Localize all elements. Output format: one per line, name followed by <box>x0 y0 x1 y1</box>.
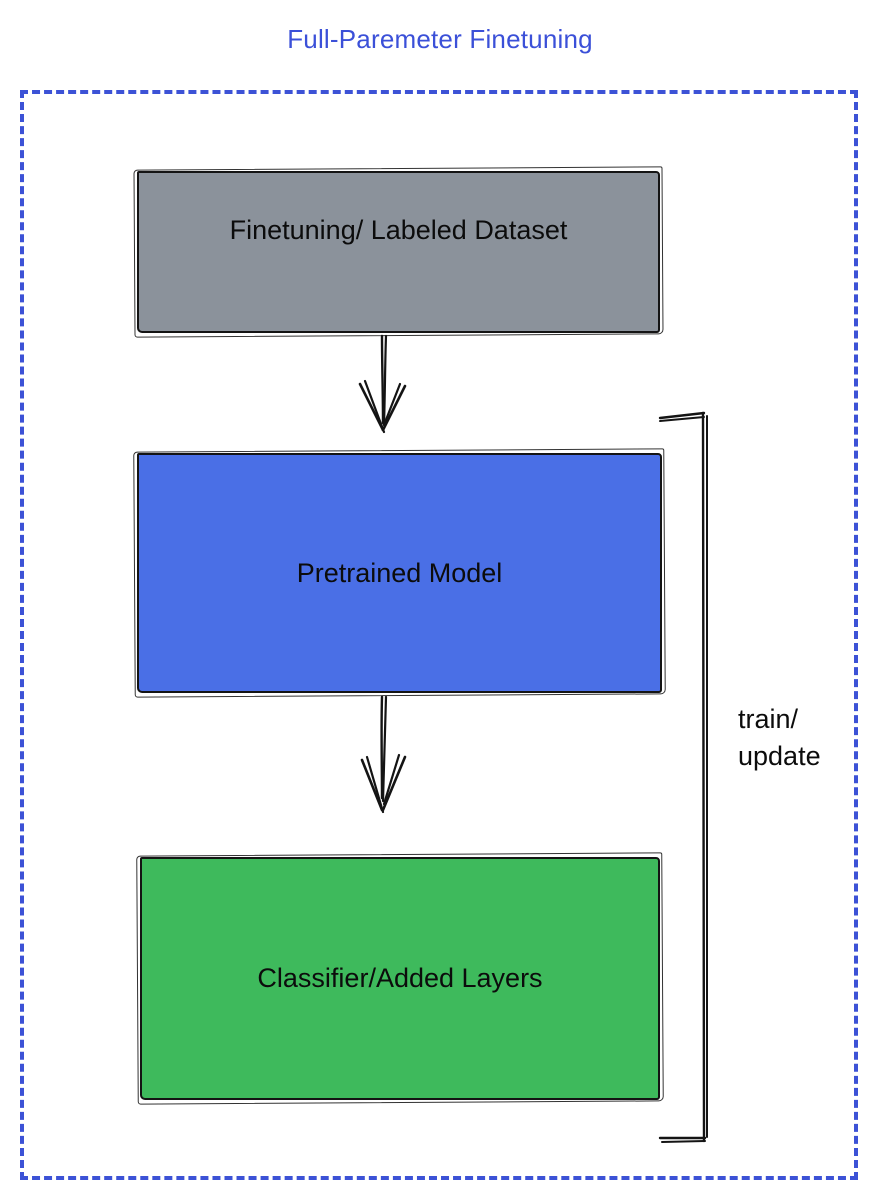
node-pretrained-model: Pretrained Model <box>137 453 662 693</box>
train-update-label: train/ update <box>738 701 821 775</box>
node-classifier-added-layers-label: Classifier/Added Layers <box>257 963 543 993</box>
diagram-title: Full-Paremeter Finetuning <box>287 24 593 54</box>
train-update-bracket-icon <box>658 411 708 1143</box>
node-pretrained-model-label: Pretrained Model <box>296 557 503 588</box>
arrow-down-icon <box>358 334 407 434</box>
dotted-border-frame <box>20 90 858 1180</box>
node-finetuning-dataset: Finetuning/ Labeled Dataset <box>137 171 660 333</box>
node-classifier-added-layers: Classifier/Added Layers <box>140 857 660 1100</box>
train-update-label-line1: train/ <box>738 704 799 734</box>
train-update-label-line2: update <box>738 741 821 771</box>
arrow-down-icon <box>360 695 407 814</box>
node-finetuning-dataset-label: Finetuning/ Labeled Dataset <box>229 214 568 245</box>
